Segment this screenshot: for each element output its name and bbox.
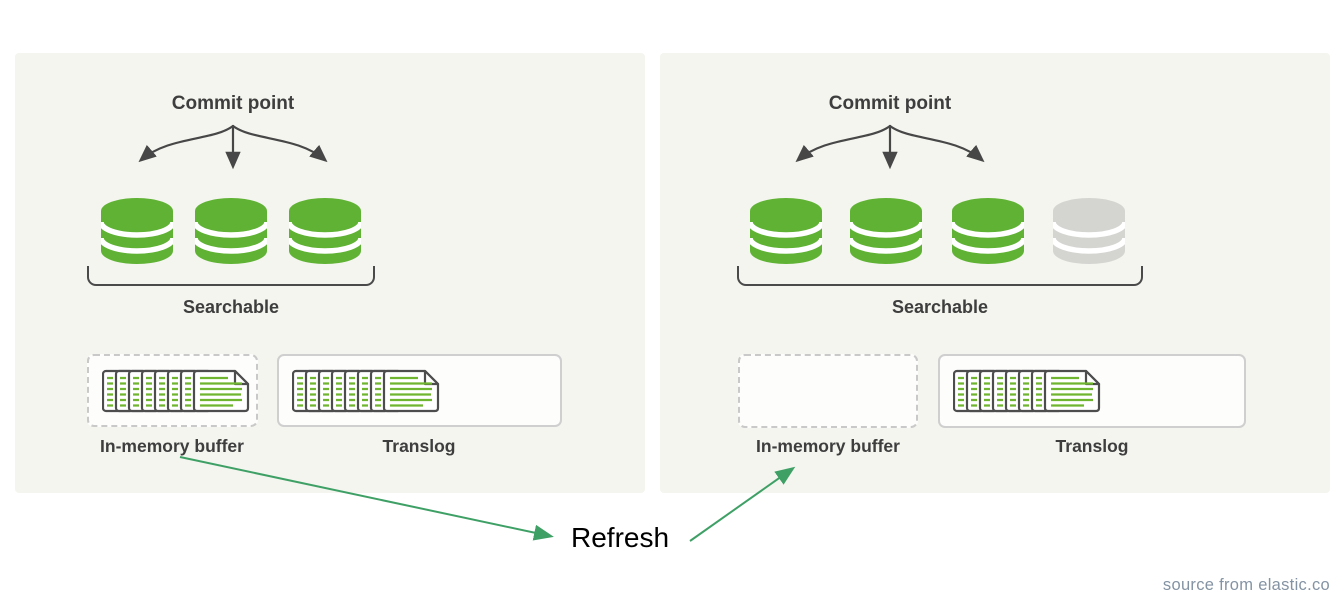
commit-point-arrows-icon (795, 124, 985, 170)
segment-icon (952, 198, 1024, 264)
document-stack-icon (102, 369, 250, 412)
searchable-bracket (87, 266, 375, 286)
commit-point-label: Commit point (171, 93, 295, 114)
segment-icon (850, 198, 922, 264)
document-stack-icon (953, 369, 1101, 413)
in-memory-buffer-box-empty (738, 354, 918, 428)
segment-uncommitted-icon (1053, 198, 1125, 264)
translog-label: Translog (1055, 436, 1129, 456)
segment-icon (289, 198, 361, 264)
translog-box (938, 354, 1246, 428)
panel-after-refresh: Commit point (660, 53, 1330, 493)
translog-box (277, 354, 562, 427)
in-memory-buffer-label: In-memory buffer (100, 436, 244, 456)
segment-icon (101, 198, 173, 264)
panel-before-refresh: Commit point (15, 53, 645, 493)
translog-label: Translog (382, 436, 456, 456)
in-memory-buffer-label: In-memory buffer (756, 436, 900, 456)
segment-icon (195, 198, 267, 264)
commit-point-label: Commit point (828, 93, 952, 114)
document-stack-icon (292, 369, 440, 412)
searchable-label: Searchable (891, 297, 989, 317)
segment-icon (750, 198, 822, 264)
commit-point-arrows-icon (138, 124, 328, 170)
searchable-bracket (737, 266, 1143, 286)
refresh-label: Refresh (571, 522, 670, 553)
searchable-label: Searchable (182, 297, 280, 317)
in-memory-buffer-box (87, 354, 258, 427)
source-attribution: source from elastic.co (1162, 576, 1330, 594)
